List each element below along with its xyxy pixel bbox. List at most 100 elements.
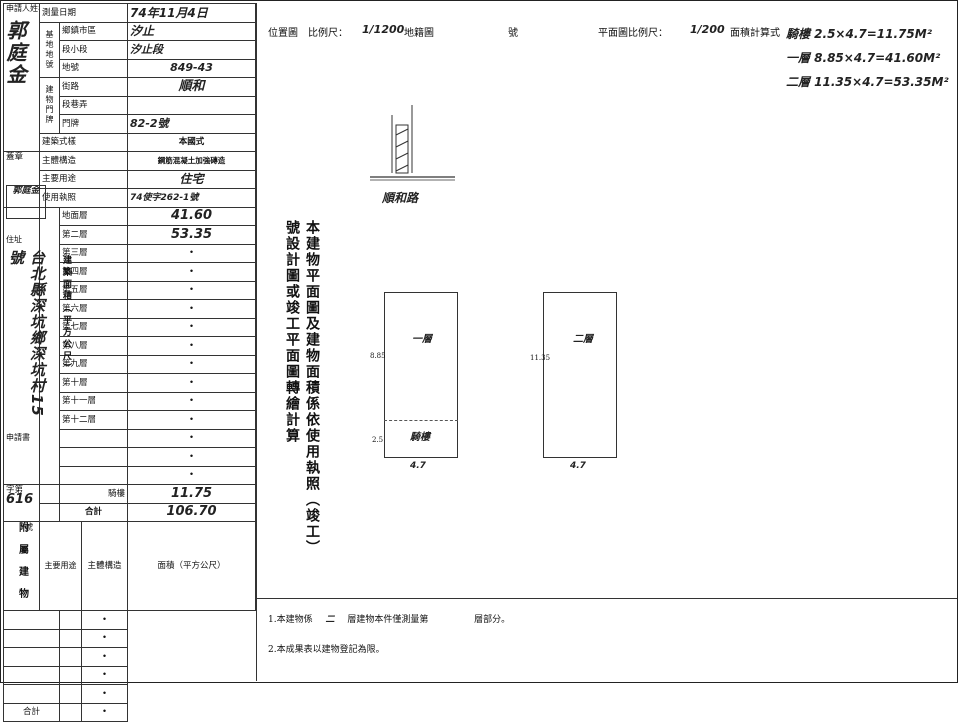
building-type-label: 建築式樣	[38, 132, 129, 152]
aux-area-value: •	[80, 665, 129, 685]
floor-area-value: •	[127, 354, 257, 374]
location-scale: 1/1200	[362, 23, 405, 36]
footer-note-1-end: 層部分。	[474, 615, 511, 625]
registration-form: 申請人姓名 郭庭金 測量日期 74年11月4日 基地地號 鄉鎮市區 汐止 段小段…	[3, 3, 257, 722]
address-value: 台北縣深坑鄉深坑村15號	[7, 250, 46, 417]
footer-note-1-prefix: 1.本建物係	[268, 615, 313, 625]
aux-row: •	[3, 665, 256, 685]
lot-label: 地號	[58, 58, 129, 78]
aux-group-label: 附屬建物	[16, 522, 28, 610]
aux-use-cell	[3, 610, 60, 630]
footer-divider	[256, 598, 957, 599]
aux-area-value: •	[80, 647, 129, 667]
aux-structure-cell	[59, 702, 82, 722]
use-value: 住宅	[127, 169, 257, 189]
aux-structure-cell	[59, 665, 82, 685]
applicant-no-value: 616	[6, 492, 34, 507]
aux-use-label: 主要用途	[39, 521, 82, 611]
door-label: 建物門牌	[39, 77, 60, 134]
floor2-width-dim: 4.7	[570, 461, 586, 471]
aux-structure-cell	[59, 647, 82, 667]
floor-label: 第四層	[58, 262, 129, 282]
lane-label: 段巷弄	[58, 95, 129, 115]
floor-area-value: •	[127, 243, 257, 263]
floor1-arcade-label: 騎樓	[410, 432, 430, 443]
footer-note-1-suffix: 層建物本件僅測量第	[347, 615, 429, 625]
floor2-height-dim: 11.35	[530, 354, 551, 362]
street-label: 街路	[58, 77, 129, 97]
floor-label: 第二層	[58, 225, 129, 245]
applicant-cell: 申請人姓名 郭庭金	[3, 3, 40, 152]
floor-row: 第十二層•	[4, 410, 257, 430]
aux-row: •	[3, 647, 256, 667]
aux-use-cell: 合計	[3, 702, 60, 722]
aux-group-cell: 附屬建物	[3, 521, 40, 611]
floor-row: 第十一層•	[4, 391, 257, 411]
floor-row: 第十層•	[4, 373, 257, 393]
permit-label: 使用執照	[38, 188, 129, 208]
floor-area-value: 41.60	[127, 206, 257, 226]
aux-area-value: •	[80, 628, 129, 648]
arcade-value: 11.75	[127, 484, 257, 504]
number-value: 82-2號	[127, 114, 257, 134]
calc-line-floor1: 一層 8.85×4.7=41.60M²	[786, 51, 941, 65]
permit-value: 74使字262-1號	[127, 188, 257, 208]
aux-row: 合計 •	[3, 702, 256, 722]
aux-area-value: •	[80, 684, 129, 704]
lot-value: 849-43	[127, 58, 257, 78]
footer-note-1-value: 二	[325, 615, 335, 625]
street-value: 順和	[127, 77, 257, 97]
building-type-value: 本國式	[127, 132, 257, 152]
aux-use-cell	[3, 684, 60, 704]
aux-structure-cell	[59, 610, 82, 630]
township-value: 汐止	[127, 21, 257, 41]
floor-area-value: •	[127, 428, 257, 448]
number-label: 門牌	[58, 114, 129, 134]
aux-row: •	[3, 684, 256, 704]
applicant-no-suffix: 號	[24, 523, 34, 533]
floor-row: 第六層•	[4, 299, 257, 319]
total-value: 106.70	[127, 502, 257, 522]
seal-label: 蓋章	[6, 152, 24, 162]
section-value: 汐止段	[127, 40, 257, 60]
lane-value	[127, 95, 257, 115]
floor-row: 第九層•	[4, 354, 257, 374]
footer-note-1: 1.本建物係 二 層建物本件僅測量第 層部分。	[268, 614, 510, 626]
floor-area-value: •	[127, 317, 257, 337]
floor-label	[58, 465, 129, 485]
total-label: 合計	[58, 502, 129, 522]
aux-rows: •••••合計•	[3, 610, 256, 722]
structure-label: 主體構造	[38, 151, 129, 171]
floor1-arcade-dim: 2.5	[372, 436, 384, 444]
floor-area-value: •	[127, 280, 257, 300]
road-label: 順和路	[382, 191, 419, 205]
floor-label	[58, 447, 129, 467]
use-label: 主要用途	[38, 169, 129, 189]
floor-row: •	[4, 428, 257, 448]
floor-area-value: •	[127, 410, 257, 430]
aux-structure-cell	[59, 628, 82, 648]
location-label: 位置圖 比例尺：	[268, 28, 348, 39]
aux-use-cell	[3, 665, 60, 685]
aux-area-label: 面積（平方公尺）	[127, 521, 257, 611]
applicant-no-cell: 字第 616	[3, 484, 40, 522]
township-label: 鄉鎮市區	[58, 21, 129, 41]
survey-date-label: 測量日期	[38, 3, 129, 23]
calc-line-floor2: 二層 11.35×4.7=53.35M²	[786, 75, 949, 89]
panel-divider	[256, 3, 257, 681]
floor-area-value: 53.35	[127, 225, 257, 245]
aux-area-value: •	[80, 702, 129, 722]
calc-line-arcade: 騎樓 2.5×4.7=11.75M²	[786, 27, 932, 41]
floor2-label: 二層	[573, 334, 593, 345]
floor-area-value: •	[127, 299, 257, 319]
conversion-notice: 本建物平面圖及建物面積係依使用執照（竣工）號設計圖或竣工平面圖轉繪計算	[284, 220, 320, 549]
floor1-arcade-line	[384, 420, 458, 421]
floor-area-value: •	[127, 336, 257, 356]
word-label: 字第	[6, 485, 24, 496]
aux-area-value: •	[80, 610, 129, 630]
plan-scale-label: 平面圖比例尺：	[598, 28, 668, 39]
floor1-width-dim: 4.7	[410, 461, 426, 471]
